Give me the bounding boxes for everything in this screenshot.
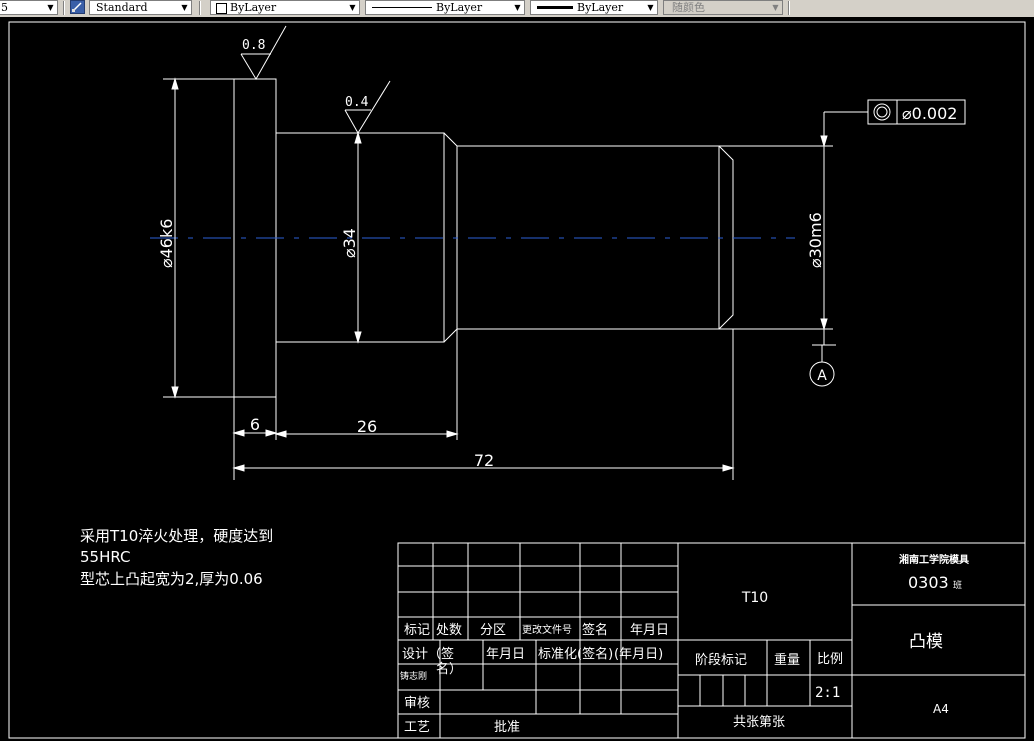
properties-toolbar: 5 ▼ Standard ▼ ByLayer ▼ ByLayer ▼ ByLay…: [0, 0, 1034, 18]
concentricity-icon: [873, 103, 891, 121]
tb-drawing-no-suffix: 班: [953, 579, 962, 591]
tb-shenhe: 审核: [404, 696, 430, 711]
roughness-2-label: 0.4: [345, 95, 369, 110]
color-swatch: [216, 3, 227, 14]
note-line-2: 55HRC: [80, 548, 131, 566]
tb-part-name: 凸模: [909, 632, 943, 652]
tb-material: T10: [741, 590, 768, 606]
chevron-down-icon[interactable]: ▼: [349, 3, 356, 12]
toolbar-separator: [199, 1, 201, 15]
tb-qianming: 签名: [582, 622, 608, 638]
dim-6-label: 6: [250, 415, 260, 434]
drawing-border: [8, 21, 1026, 739]
datum-circle: [809, 361, 835, 387]
datum-label: A: [817, 368, 827, 384]
text-style-icon[interactable]: [70, 0, 85, 14]
tb-chushu: 处数: [436, 623, 462, 638]
drawing-canvas[interactable]: ⌀46k6 ⌀34 ⌀30m6 A ⌀0.002 0.8 0.4: [0, 17, 1034, 741]
tb-gongyi: 工艺: [404, 720, 430, 735]
lineweight-combo[interactable]: ByLayer ▼: [530, 0, 658, 15]
tb-sheet-size: A4: [933, 702, 949, 716]
color-combo[interactable]: ByLayer ▼: [210, 0, 360, 15]
chevron-down-icon[interactable]: ▼: [181, 3, 188, 12]
dim-horizontal: [232, 329, 735, 480]
cad-drawing[interactable]: ⌀46k6 ⌀34 ⌀30m6 A ⌀0.002 0.8 0.4: [0, 17, 1034, 741]
text-style-combo[interactable]: Standard ▼: [89, 0, 192, 15]
text-style-prefix: 5: [1, 1, 8, 14]
lineweight-sample: [537, 6, 573, 9]
dim-dia-30-label: ⌀30m6: [806, 212, 825, 268]
tb-nianyueri: 年月日: [630, 623, 669, 638]
part-outline: [233, 78, 833, 398]
tb-jieduan: 阶段标记: [695, 653, 747, 668]
tolerance-value: ⌀0.002: [902, 104, 957, 123]
tb-bili: 比例: [817, 652, 843, 667]
linetype-value: ByLayer: [436, 1, 483, 14]
title-block: [397, 542, 1026, 739]
tolerance-frame: [867, 99, 966, 125]
tb-sheji: 设计（签: [402, 646, 454, 662]
toolbar-separator: [63, 1, 65, 15]
tb-biaozhunhua: 标准化(签名): [538, 646, 613, 662]
tb-pizhun: 批准: [494, 720, 520, 735]
tb-scale: 2:1: [815, 685, 840, 701]
tb-sheji-2: 名）: [436, 661, 462, 677]
tb-biaoji: 标记: [404, 623, 430, 638]
tb-fenqu: 分区: [480, 623, 506, 638]
dim-dia-46: [163, 77, 234, 399]
dim-dia-46-label: ⌀46k6: [157, 219, 176, 268]
linetype-sample: [372, 7, 432, 8]
dim-dia-34-label: ⌀34: [340, 228, 359, 258]
tb-nianyueri-2: 年月日: [486, 647, 525, 662]
lineweight-value: ByLayer: [577, 1, 624, 14]
tb-zhihui: 铸志刚: [400, 670, 427, 682]
tb-gengai: 更改文件号: [522, 623, 572, 636]
roughness-symbol-2: [344, 80, 391, 134]
roughness-symbol-1: [240, 25, 287, 80]
chevron-down-icon[interactable]: ▼: [47, 3, 54, 12]
chevron-down-icon[interactable]: ▼: [514, 3, 521, 12]
tb-sheets: 共张第张: [733, 715, 785, 730]
dim-26-label: 26: [357, 417, 377, 436]
note-line-1: 采用T10淬火处理，硬度达到: [80, 527, 273, 545]
tb-school: 湘南工学院模具: [899, 553, 969, 566]
text-style-combo-left[interactable]: 5 ▼: [0, 0, 58, 15]
note-line-3: 型芯上凸起宽为2,厚为0.06: [80, 570, 263, 588]
toolbar-separator: [788, 1, 790, 15]
roughness-1-label: 0.8: [242, 38, 265, 53]
color-value: ByLayer: [230, 1, 277, 14]
dim-dia-34: [354, 131, 362, 344]
plotstyle-combo: 随颜色 ▼: [663, 0, 783, 15]
plotstyle-value: 随颜色: [672, 1, 705, 14]
dim-dia-30: [812, 111, 868, 362]
chevron-down-icon: ▼: [772, 3, 779, 12]
dim-72-label: 72: [474, 451, 494, 470]
chevron-down-icon[interactable]: ▼: [647, 3, 654, 12]
title-block-text: 标记 处数 分区 更改文件号 签名 年月日 设计（签 名） 年月日 标准化(签名…: [400, 553, 969, 735]
tb-zhongliang: 重量: [774, 652, 800, 668]
linetype-combo[interactable]: ByLayer ▼: [365, 0, 525, 15]
tb-drawing-no: 0303: [908, 573, 949, 592]
pen-icon: [72, 2, 82, 12]
text-style-value: Standard: [96, 1, 148, 14]
tb-nianyueri-3: (年月日): [614, 647, 663, 662]
